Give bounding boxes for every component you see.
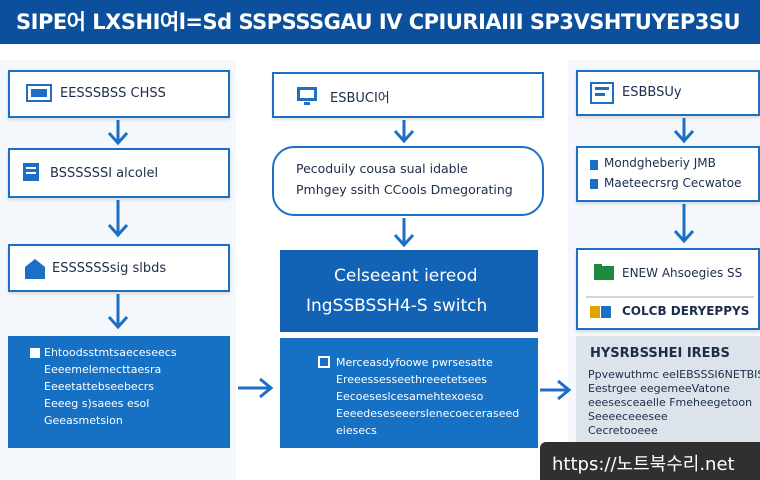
arrow-down-icon [393, 218, 415, 248]
right-detail-line-4: Seeeeceeesee [588, 410, 668, 423]
arrow-down-icon [107, 294, 129, 330]
right-step1-box: ESBBSUy [576, 70, 760, 116]
left-step3-label: ESSSSSSsig slbds [52, 261, 167, 276]
right-decision-line1: Mondgheberiy JMB [604, 156, 716, 170]
middle-step1-label: ESBUCI어 [330, 91, 390, 106]
right-step1-label: ESBBSUy [622, 85, 682, 100]
right-option2-label: COLCB DERYEPPYS [622, 304, 750, 318]
middle-decision-box: Pecoduily cousa sual idable Pmhgey ssith… [272, 146, 544, 216]
arrow-down-icon [107, 200, 129, 238]
left-detail-line-1: Ehtoodsstmtsaeceseecs [44, 346, 177, 359]
right-detail-line-3: eeesesceaelle Fmeheegetoon [588, 396, 753, 409]
right-detail-title: HYSRBSSHEI IREBS [590, 346, 730, 361]
arrow-right-icon [540, 379, 572, 401]
left-step3-box: ESSSSSSsig slbds [8, 244, 230, 292]
middle-detail-panel: Merceasdyfoowe pwrsesatte Ereeessesseeth… [280, 338, 538, 448]
right-options-box: ENEW Ahsoegies SS COLCB DERYEPPYS [576, 248, 760, 330]
left-step1-label: EESSSBSS CHSS [60, 86, 166, 101]
bullet-icon [30, 348, 40, 358]
arrow-down-icon [107, 120, 129, 146]
watermark: https://노트북수리.net [540, 442, 760, 480]
middle-highlight-line2: IngSSBSSH4-S switch [306, 296, 488, 316]
arrow-down-icon [393, 120, 415, 144]
middle-highlight-box: Celseeant iereod IngSSBSSH4-S switch [280, 250, 538, 332]
middle-detail-line-3: Eecoeseslcesamehtexoeso [336, 390, 484, 403]
middle-step1-box: ESBUCI어 [272, 72, 544, 118]
middle-detail-line-1: Merceasdyfoowe pwrsesatte [336, 356, 493, 369]
right-detail-line-1: Ppvewuthmc eeIEBSSSI6NETBIS [588, 368, 760, 381]
middle-detail-line-4: Eeeedeseseeerslenecoeceraseed [336, 407, 520, 420]
page-title: SIPE어 LXSHI여l=Sd SSPSSSGAU IV CPIURIAIII… [16, 10, 741, 34]
left-step2-label: BSSSSSSI alcolel [50, 166, 159, 181]
monitor-icon [26, 84, 52, 102]
right-detail-line-5: Cecretooeee [588, 424, 658, 437]
left-detail-line-4: Eeeeg s)saees esol [44, 397, 150, 410]
bullet-icon [590, 160, 598, 170]
header-banner: SIPE어 LXSHI여l=Sd SSPSSSGAU IV CPIURIAIII… [0, 0, 760, 44]
monitor-icon [297, 87, 317, 105]
folder-icon [594, 264, 614, 280]
left-step2-box: BSSSSSSI alcolel [8, 148, 230, 198]
right-decision-line2: Maeteecrsrg Cecwatoe [604, 176, 742, 190]
left-detail-line-3: Eeeetattebseebecrs [44, 380, 154, 393]
divider [586, 296, 754, 298]
left-step1-box: EESSSBSS CHSS [8, 70, 230, 118]
left-detail-panel: Ehtoodsstmtsaeceseecs Eeeemelemecttaesra… [8, 336, 230, 448]
checkbox-icon [318, 356, 330, 368]
document-icon [23, 163, 39, 181]
left-detail-line-5: Geeasmetsion [44, 414, 123, 427]
right-detail-line-2: Eestrgee eegemeeVatone [588, 382, 730, 395]
arrow-down-icon [673, 118, 695, 144]
arrow-down-icon [673, 204, 695, 244]
middle-decision-line2: Pmhgey ssith CCools Dmegorating [296, 182, 513, 197]
document-icon [590, 82, 614, 104]
right-decision-box: Mondgheberiy JMB Maeteecrsrg Cecwatoe [576, 146, 760, 202]
middle-detail-line-5: eiesecs [336, 424, 377, 437]
bullet-icon [590, 179, 598, 189]
right-detail-panel: HYSRBSSHEI IREBS Ppvewuthmc eeIEBSSSI6NE… [576, 336, 760, 442]
middle-detail-line-2: Ereeessesseethreeetetsees [336, 373, 488, 386]
middle-highlight-line1: Celseeant iereod [334, 266, 478, 286]
right-option1-label: ENEW Ahsoegies SS [622, 266, 743, 280]
watermark-text: https://노트북수리.net [552, 454, 735, 475]
tag-icon [590, 306, 611, 318]
middle-decision-line1: Pecoduily cousa sual idable [296, 161, 468, 176]
left-detail-line-2: Eeeemelemecttaesra [44, 363, 162, 376]
home-icon [25, 259, 45, 279]
arrow-right-icon [238, 377, 274, 399]
